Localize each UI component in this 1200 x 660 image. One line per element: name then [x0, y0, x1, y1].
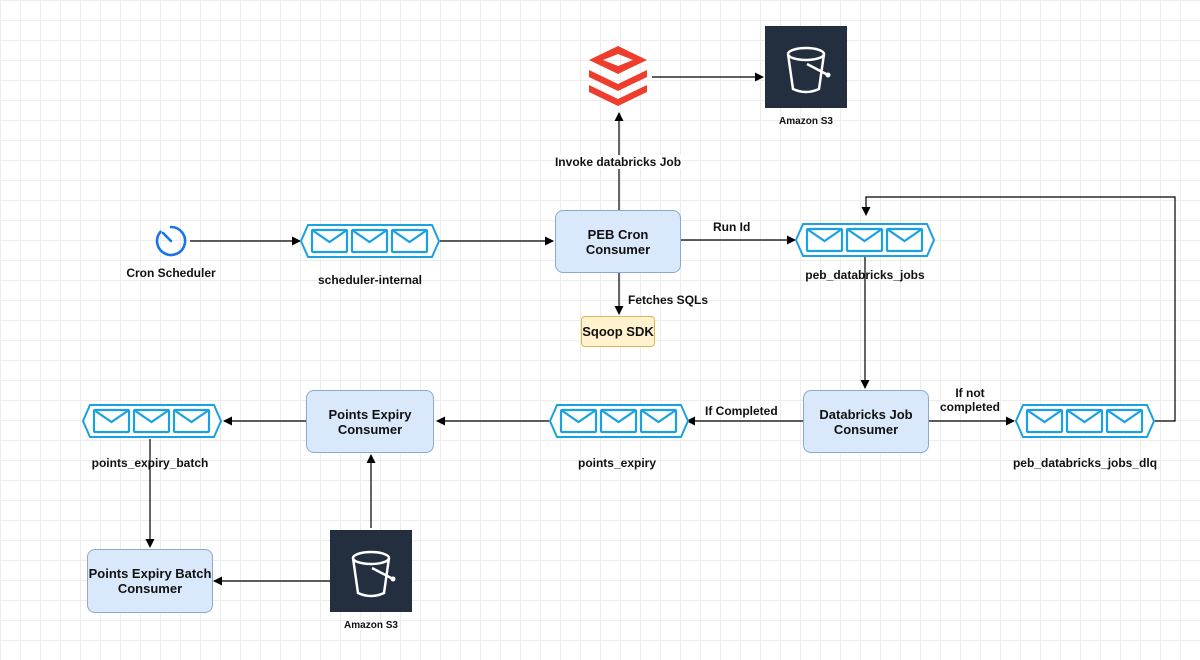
s3-bottom-label: Amazon S3 — [344, 620, 398, 631]
databricks-job-consumer-node[interactable]: Databricks Job Consumer — [803, 390, 929, 453]
edge-dlq-retry-loop — [861, 196, 1176, 422]
bucket-icon — [765, 26, 847, 108]
databricks-layers-icon[interactable] — [583, 40, 653, 110]
queue-label-peb-databricks-jobs: peb_databricks_jobs — [805, 268, 925, 282]
queue-peb-databricks-jobs-dlq[interactable] — [1015, 404, 1155, 438]
queue-label-points-expiry-batch: points_expiry_batch — [91, 456, 209, 470]
clock-icon — [154, 224, 188, 258]
sqoop-sdk-label: Sqoop SDK — [582, 324, 654, 339]
queue-peb-databricks-jobs[interactable] — [795, 223, 935, 257]
envelope-queue-icon — [300, 224, 440, 258]
bucket-icon — [330, 530, 412, 612]
points-expiry-batch-consumer-node[interactable]: Points Expiry Batch Consumer — [87, 549, 213, 613]
queue-points-expiry-batch[interactable] — [82, 404, 222, 438]
peb-cron-consumer-label: PEB Cron Consumer — [585, 226, 651, 257]
peb-cron-consumer-node[interactable]: PEB Cron Consumer — [555, 210, 681, 273]
edge-label-if-not-completed: If not completed — [939, 386, 1001, 414]
points-expiry-batch-consumer-label: Points Expiry Batch Consumer — [88, 566, 212, 596]
cron-scheduler-label: Cron Scheduler — [126, 266, 216, 280]
queue-label-points-expiry: points_expiry — [577, 456, 657, 470]
s3-top-label: Amazon S3 — [779, 116, 833, 127]
queue-points-expiry[interactable] — [549, 404, 689, 438]
edge-label-if-completed: If Completed — [705, 404, 778, 418]
envelope-queue-icon — [549, 404, 689, 438]
queue-scheduler-internal[interactable] — [300, 224, 440, 258]
points-expiry-consumer-node[interactable]: Points Expiry Consumer — [306, 390, 434, 453]
envelope-queue-icon — [795, 223, 935, 257]
envelope-queue-icon — [82, 404, 222, 438]
points-expiry-consumer-label: Points Expiry Consumer — [328, 406, 412, 437]
databricks-job-consumer-label: Databricks Job Consumer — [819, 406, 913, 437]
edge-label-run-id: Run Id — [713, 220, 751, 234]
edge-label-invoke-databricks-job: Invoke databricks Job — [553, 155, 683, 169]
edge-label-fetches-sqls: Fetches SQLs — [628, 293, 709, 307]
queue-label-scheduler-internal: scheduler-internal — [317, 273, 423, 287]
s3-bucket-top[interactable] — [765, 26, 847, 108]
queue-label-peb-databricks-jobs-dlq: peb_databricks_jobs_dlq — [1012, 456, 1158, 470]
sqoop-sdk-node[interactable]: Sqoop SDK — [581, 316, 655, 347]
envelope-queue-icon — [1015, 404, 1155, 438]
s3-bucket-bottom[interactable] — [330, 530, 412, 612]
